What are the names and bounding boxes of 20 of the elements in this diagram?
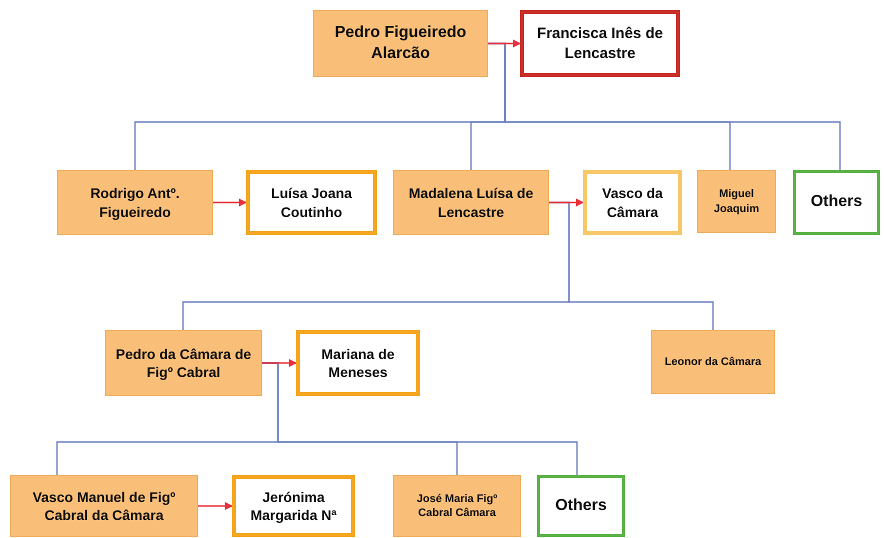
person-box: Mariana de Meneses [296,330,420,396]
arrow [262,359,297,367]
person-box: Others [793,170,880,235]
person-box: Leonor da Câmara [651,330,775,394]
person-box: Pedro da Câmara de Figº Cabral [105,330,262,396]
person-box: Madalena Luísa de Lencastre [393,170,549,235]
arrow [213,198,247,206]
arrow [488,40,521,48]
person-box: Rodrigo Antº. Figueiredo [57,170,213,235]
person-box: José Maria Figº Cabral Câmara [393,475,521,537]
arrow [549,198,584,206]
person-box: Pedro Figueiredo Alarcão [313,10,488,77]
person-box: Miguel Joaquim [697,170,776,233]
person-box: Jerónima Margarida Nª [232,475,355,537]
person-box: Luísa Joana Coutinho [246,170,377,235]
person-box: Vasco da Câmara [583,170,682,235]
arrow [198,502,233,510]
person-box: Others [537,475,625,537]
person-box: Francisca Inês de Lencastre [520,10,680,77]
person-box: Vasco Manuel de Figº Cabral da Câmara [10,475,198,537]
